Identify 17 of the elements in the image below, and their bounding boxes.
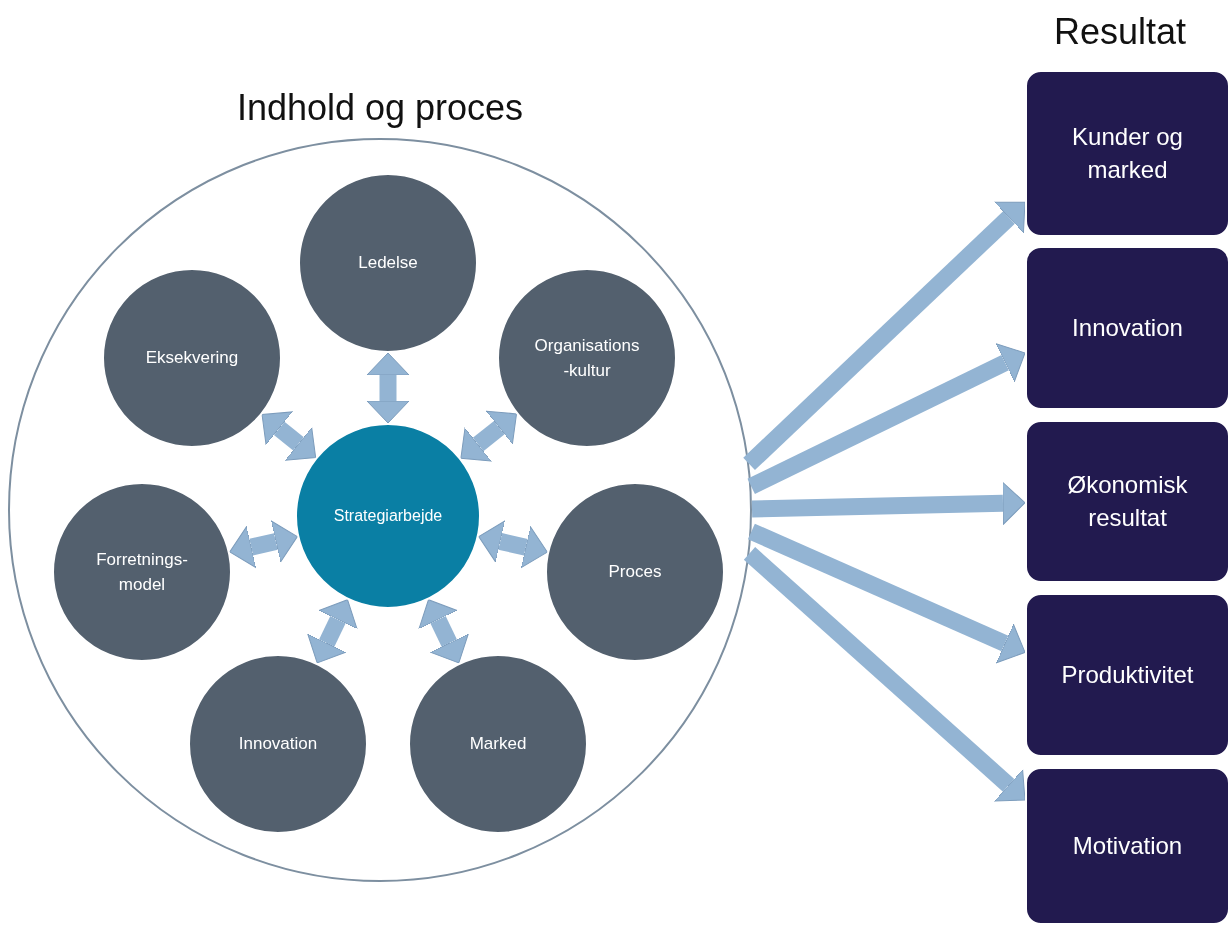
arrow [743, 201, 1026, 471]
double-arrow [478, 520, 548, 569]
double-arrow [229, 520, 298, 569]
double-arrow [307, 599, 358, 664]
double-arrow [261, 411, 317, 461]
result-box: Økonomisk resultat [1025, 420, 1230, 583]
result-box: Produktivitet [1025, 593, 1230, 757]
result-box: Kunder og marked [1025, 70, 1230, 237]
result-box: Innovation [1025, 246, 1230, 410]
column-heading: Resultat [1052, 10, 1188, 54]
double-arrow [460, 410, 517, 462]
arrow [743, 547, 1026, 802]
diagram-heading: Indhold og proces [235, 86, 525, 130]
arrow [751, 481, 1026, 525]
result-box: Motivation [1025, 767, 1230, 925]
double-arrow [366, 352, 410, 424]
double-arrow [418, 599, 469, 664]
